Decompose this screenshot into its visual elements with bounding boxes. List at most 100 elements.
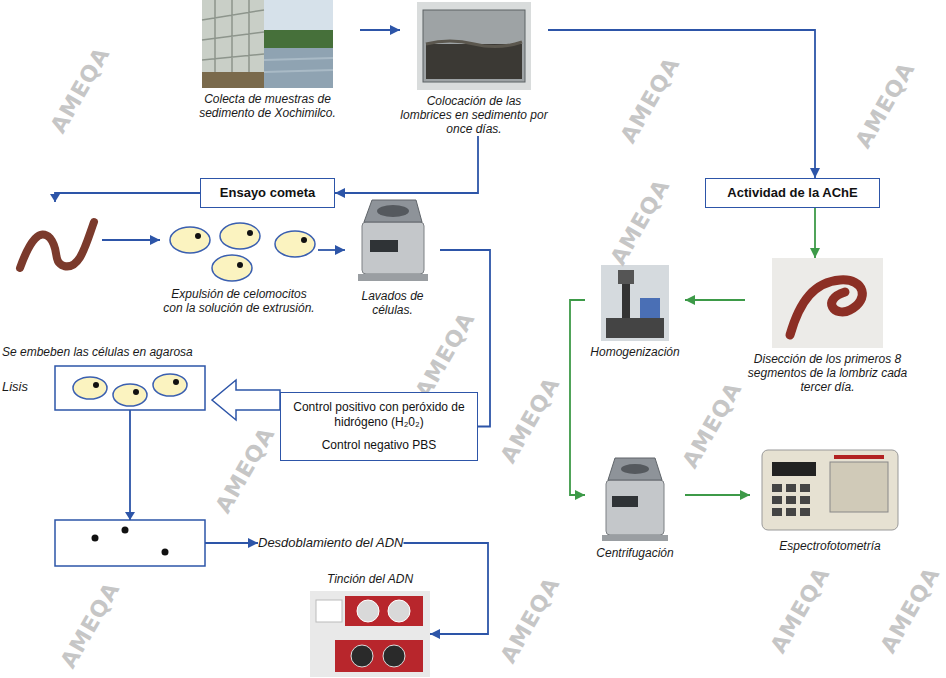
- caption: Colocación de las lombrices en sedimento…: [400, 94, 548, 136]
- spectrophotometer-photo: [762, 450, 898, 530]
- connector: [335, 136, 478, 193]
- greenhouse-photo: [202, 0, 333, 88]
- centrifuge-photo-part: [362, 222, 424, 274]
- nuclei-box-part: [162, 549, 169, 556]
- centrifuge-photo-part: [358, 274, 428, 281]
- earthworm-photo-part: [20, 222, 94, 268]
- stained-slides-photo-part: [335, 640, 423, 672]
- centrifuge-photo-2: [602, 458, 668, 541]
- caption: Homogenización: [585, 345, 685, 359]
- homogenizer-photo-part: [640, 298, 660, 320]
- process-box: Actividad de la AChE: [705, 178, 880, 208]
- agarose-cells-box-part: [73, 377, 107, 399]
- coelomocyte-cells-part: [247, 230, 253, 236]
- earthworm-photo: [8, 194, 102, 282]
- homogenizer-photo-part: [618, 270, 634, 284]
- stained-slides-photo-part: [310, 591, 430, 677]
- nuclei-box-part: [122, 527, 129, 534]
- greenhouse-photo-part: [202, 0, 264, 88]
- dissection-worm-photo-part: [790, 280, 862, 335]
- photo-step: Homogenización: [585, 265, 685, 359]
- stained-slides-photo-part: [351, 645, 373, 667]
- watermark: AMEQA: [876, 563, 945, 658]
- watermark: AMEQA: [56, 578, 125, 673]
- centrifuge-photo-2-part: [612, 496, 638, 507]
- greenhouse-photo-part: [202, 0, 264, 88]
- sediment-container-photo-part: [426, 41, 522, 47]
- sediment-container-photo-part: [417, 2, 531, 90]
- spectrophotometer-photo-part: [762, 450, 898, 530]
- photo-step: Colocación de las lombrices en sedimento…: [400, 2, 548, 136]
- stained-slides-photo-part: [383, 645, 405, 667]
- homogenizer-photo-part: [606, 318, 664, 338]
- step-label: Desdoblamiento del ADN: [258, 535, 403, 551]
- centrifuge-photo-part: [364, 200, 422, 222]
- caption: Disección de los primeros 8 segmentos de…: [745, 352, 910, 394]
- centrifuge-photo-2-part: [621, 464, 649, 474]
- process-box: Ensayo cometa: [200, 178, 335, 208]
- nuclei-box-part: [55, 520, 205, 566]
- spectrophotometer-photo-part: [800, 496, 810, 504]
- greenhouse-photo-part: [202, 72, 264, 88]
- photo-step: Expulsión de celomocitos con la solución…: [160, 225, 318, 315]
- photo-step: Lavados de células.: [345, 195, 440, 317]
- caption: Colecta de muestras de sedimento de Xoch…: [175, 92, 360, 120]
- spectrophotometer-photo-part: [772, 496, 782, 504]
- stained-slides-photo-part: [388, 600, 410, 622]
- block-arrow: [212, 380, 280, 420]
- centrifuge-photo-part: [377, 205, 409, 217]
- caption: Tinción del ADN: [310, 572, 430, 587]
- photo-step: Disección de los primeros 8 segmentos de…: [745, 258, 910, 394]
- step-heading: Se embeben las células en agarosa: [2, 344, 212, 360]
- agarose-cells-box: [55, 366, 205, 410]
- spectrophotometer-photo-part: [800, 508, 810, 516]
- watermark: AMEQA: [616, 53, 685, 148]
- coelomocyte-cells-part: [220, 223, 260, 249]
- sediment-container-photo: [417, 2, 531, 90]
- stained-slides-photo: [310, 591, 430, 677]
- spectrophotometer-photo-part: [772, 484, 782, 492]
- box-label: Control positivo con peróxido de hidróge…: [289, 400, 469, 430]
- caption: Lavados de células.: [345, 289, 440, 317]
- watermark: AMEQA: [411, 308, 480, 403]
- homogenizer-photo: [601, 265, 669, 341]
- spectrophotometer-photo-part: [772, 462, 816, 476]
- box-label: Ensayo cometa: [209, 185, 326, 201]
- photo-step: Centrifugación: [585, 452, 685, 560]
- coelomocyte-cells-part: [195, 233, 201, 239]
- greenhouse-photo-part: [264, 48, 333, 88]
- homogenizer-photo-part: [601, 265, 669, 341]
- coelomocyte-cells-part: [237, 262, 243, 268]
- watermark: AMEQA: [851, 58, 920, 153]
- agarose-cells-box-part: [133, 389, 139, 395]
- spectrophotometer-photo-part: [786, 508, 796, 516]
- sediment-container-photo-part: [423, 10, 525, 82]
- control-box: Control positivo con peróxido de hidróge…: [280, 392, 478, 461]
- box-label: Control negativo PBS: [289, 438, 469, 453]
- centrifuge-photo-2-part: [608, 458, 662, 480]
- watermark: AMEQA: [211, 423, 280, 518]
- spectrophotometer-photo-part: [786, 496, 796, 504]
- centrifuge-photo-2-part: [606, 480, 664, 535]
- box-label: Actividad de la AChE: [714, 185, 871, 201]
- spectrophotometer-photo-part: [786, 484, 796, 492]
- agarose-cells-box-part: [113, 384, 147, 406]
- dissection-worm-photo-part: [772, 258, 883, 348]
- connector: [360, 29, 400, 31]
- greenhouse-photo-part: [202, 0, 333, 88]
- coelomocyte-cells-part: [212, 255, 252, 281]
- coelomocyte-cells-part: [170, 227, 210, 253]
- step-label: Desdoblamiento del ADN: [258, 535, 403, 551]
- caption: Expulsión de celomocitos con la solución…: [160, 287, 318, 315]
- agarose-cells-box-part: [93, 382, 99, 388]
- caption: Espectrofotometría: [750, 539, 910, 553]
- spectrophotometer-photo-part: [834, 455, 884, 459]
- stained-slides-photo-part: [357, 600, 379, 622]
- coelomocyte-cells: [170, 223, 315, 281]
- connector: [685, 494, 750, 496]
- greenhouse-photo-part: [264, 30, 333, 48]
- side-label: Lisis: [2, 379, 28, 395]
- connector: [570, 300, 585, 495]
- spectrophotometer-photo-part: [772, 508, 782, 516]
- photo-step: Espectrofotometría: [750, 440, 910, 553]
